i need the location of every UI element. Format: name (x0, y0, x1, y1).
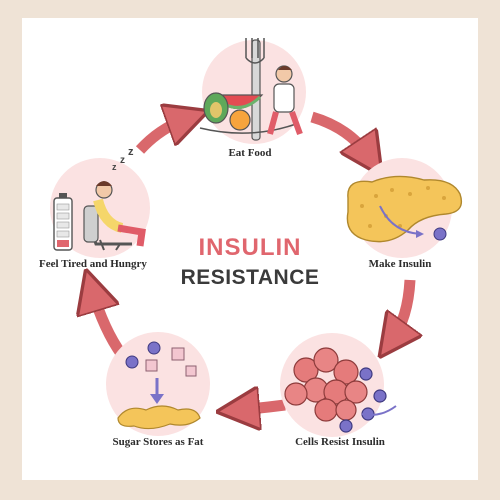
title-insulin: INSULIN (198, 234, 302, 261)
svg-text:z: z (128, 146, 134, 158)
pancreas-icon (346, 175, 463, 243)
title-resistance: RESISTANCE (180, 266, 320, 289)
cells-icon (284, 347, 397, 433)
cycle-arrow-2 (392, 279, 410, 340)
stage-label-eat-food: Eat Food (228, 147, 272, 159)
cycle-arrow-3 (238, 405, 286, 410)
svg-text:z: z (120, 155, 125, 166)
stage-label-cells-resist: Cells Resist Insulin (295, 436, 385, 448)
stage-label-tired-hungry: Feel Tired and Hungry (39, 258, 147, 270)
cycle-arrow-4 (92, 290, 127, 359)
fat-storage-icon (117, 341, 201, 430)
tired-person-icon: z z z (53, 146, 146, 251)
stage-label-make-insulin: Make Insulin (368, 258, 432, 270)
cycle-arrow-5 (135, 118, 188, 154)
food-icon (199, 38, 303, 141)
cycle-arrow-1 (310, 111, 370, 158)
stage-label-sugar-fat: Sugar Stores as Fat (112, 436, 204, 448)
svg-text:z: z (112, 162, 117, 172)
